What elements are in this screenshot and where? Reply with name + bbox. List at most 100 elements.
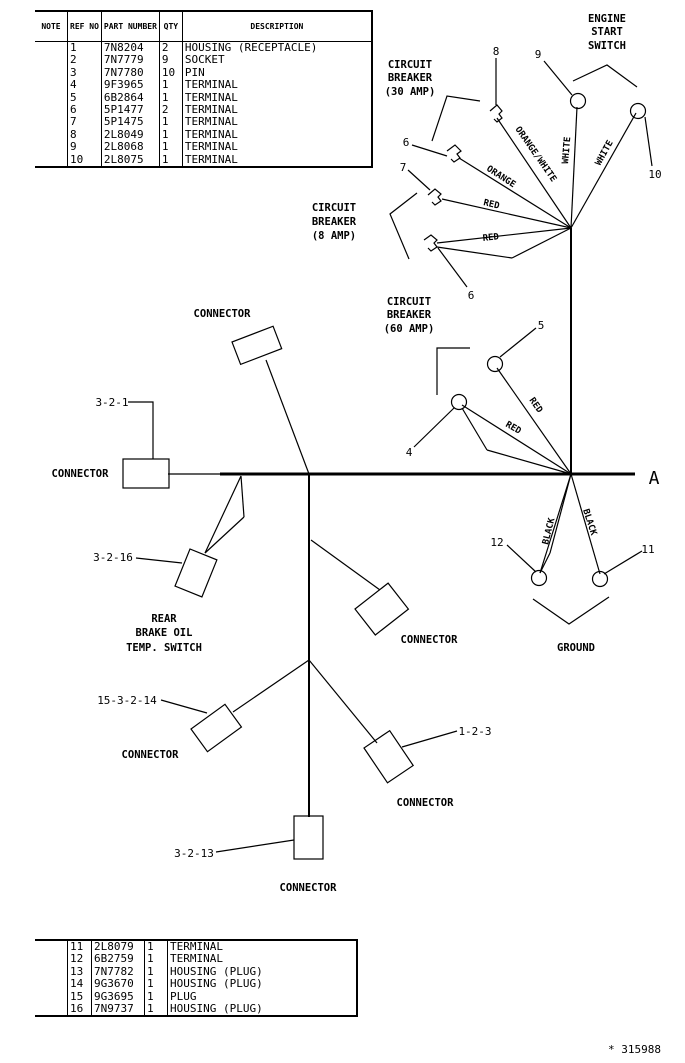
note-cell [35, 54, 68, 67]
terminal-8-icon [489, 104, 503, 123]
connector-right-icon [354, 582, 410, 636]
qty-cell: 10 [159, 66, 183, 80]
description-cell: TERMINAL [184, 90, 238, 104]
part-number-cell: 9G3670 [91, 977, 145, 991]
leader-11 [603, 550, 643, 575]
ref-no-header: REF NO [67, 11, 102, 42]
leader-7 [407, 169, 431, 191]
cb8-label-3: (8 AMP) [312, 230, 356, 242]
qty-cell: 1 [144, 977, 168, 991]
ref-cell: 15 [67, 990, 92, 1004]
leader-3216 [135, 557, 183, 564]
rear-label-1: REAR [151, 613, 177, 625]
description-cell: TERMINAL [184, 152, 238, 166]
ref-cell: 8 [67, 128, 102, 142]
wire-label-white-10: WHITE [594, 139, 616, 168]
description-header: DESCRIPTION [182, 11, 372, 42]
view-a-label: A [649, 468, 660, 489]
callout-5: 5 [538, 319, 545, 332]
wire-red-4 [461, 404, 572, 475]
connector-label-3213: CONNECTOR [280, 882, 338, 894]
terminal-10-icon [629, 102, 647, 120]
note-cell [35, 116, 68, 129]
qty-cell: 2 [159, 103, 183, 117]
terminal-12-icon [530, 569, 548, 587]
qty-cell: 1 [159, 78, 183, 92]
description-cell: HOUSING (PLUG) [170, 1002, 263, 1016]
wire-black-12c [539, 552, 551, 574]
leader-321 [128, 401, 154, 459]
wire-red-4b [486, 449, 572, 475]
qty-cell: 1 [144, 1002, 168, 1017]
wire-black-11 [570, 473, 601, 575]
ground-label: GROUND [557, 642, 595, 654]
description-cell: SOCKET [184, 53, 225, 67]
wire-white-10 [570, 112, 637, 229]
leader-10 [644, 116, 653, 167]
part-number-cell: 7N8204 [101, 41, 160, 55]
cb60-label-3: (60 AMP) [384, 323, 435, 335]
callout-1-2-3: 1-2-3 [458, 725, 491, 738]
connector-153214-icon [190, 703, 243, 753]
wire-3216-c [204, 516, 245, 554]
engine-label-1: ENGINE [588, 13, 626, 25]
qty-cell: 1 [159, 128, 183, 142]
ref-cell: 7 [67, 116, 102, 129]
wire-label-red-6: RED [482, 232, 500, 244]
qty-cell: 1 [159, 91, 183, 105]
cb60-bracket [436, 347, 470, 395]
qty-cell: 9 [159, 53, 183, 67]
note-cell [35, 79, 68, 92]
terminal-6b-icon [423, 234, 438, 252]
callout-15-3-2-14: 15-3-2-14 [97, 694, 157, 707]
drawing-number: * 315988 [608, 1043, 661, 1056]
qty-cell: 2 [159, 41, 183, 55]
leader-153214 [160, 699, 208, 714]
wire-connector-right [310, 539, 381, 591]
connector-label-321: CONNECTOR [52, 468, 110, 480]
ref-cell: 12 [67, 952, 92, 966]
description-cell: HOUSING (RECEPTACLE) [184, 41, 318, 54]
terminal-4-icon [450, 393, 468, 411]
parts-list-header: NOTE REF NO PART NUMBER QTY DESCRIPTION [35, 11, 372, 42]
wire-white-9 [570, 106, 578, 229]
wire-black-12 [539, 473, 572, 574]
engine-switch-bracket [572, 64, 638, 88]
description-cell: HOUSING (PLUG) [170, 964, 263, 978]
cb8-label-1: CIRCUIT [312, 202, 356, 214]
part-number-cell: 7N7780 [101, 66, 160, 80]
part-number-cell: 2L8068 [101, 140, 160, 154]
cb8-label-2: BREAKER [312, 216, 357, 228]
connector-label-right: CONNECTOR [401, 634, 459, 646]
terminal-9-icon [569, 92, 587, 110]
part-number-cell: 2L8079 [91, 940, 145, 954]
ref-cell: 1 [67, 41, 102, 55]
leader-12 [506, 544, 537, 573]
leader-3213 [215, 839, 295, 853]
wire-3216-b [240, 475, 245, 518]
rear-label-3: TEMP. SWITCH [126, 642, 202, 654]
wire-label-black-12: BLACK [541, 516, 557, 545]
description-cell: PLUG [170, 989, 197, 1003]
rear-label-2: BRAKE OIL [136, 627, 193, 639]
ref-cell: 11 [67, 940, 92, 954]
description-cell: TERMINAL [170, 952, 223, 966]
connector-123-icon [363, 729, 415, 784]
wire-123 [308, 659, 378, 744]
ref-cell: 4 [67, 78, 102, 92]
callout-4: 4 [406, 446, 413, 459]
wire-red-6b [511, 227, 572, 259]
note-cell [35, 1003, 68, 1017]
cb60-label-2: BREAKER [387, 309, 432, 321]
callout-3-2-16: 3-2-16 [93, 551, 133, 564]
note-cell [35, 41, 68, 55]
wire-red-6c [436, 246, 513, 259]
